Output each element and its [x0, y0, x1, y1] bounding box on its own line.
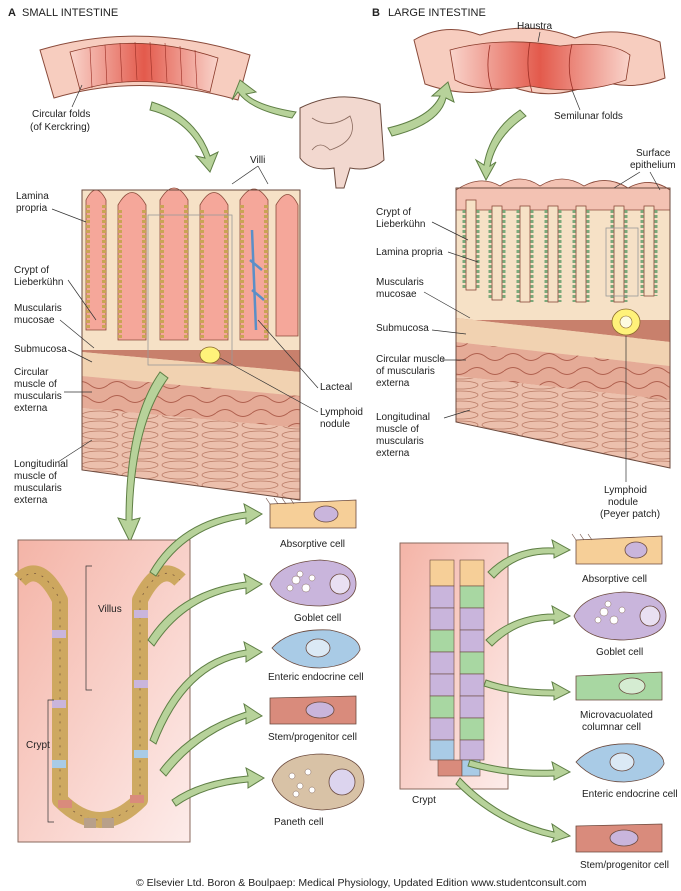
label-circular-a-3: muscularis — [14, 391, 62, 402]
label-cell-goblet-b: Goblet cell — [596, 647, 643, 658]
arrow-to-large-tube — [388, 82, 454, 136]
gastrointestinal-tract-icon — [300, 97, 384, 188]
crypt-detail-a — [18, 540, 190, 842]
small-intestine-wall-block — [82, 188, 300, 500]
enteric-endocrine-cell-b — [576, 744, 664, 782]
label-cell-stem-b: Stem/progenitor cell — [580, 860, 669, 871]
label-crypt-a-2: Lieberkühn — [14, 277, 63, 288]
label-muscularis-a-1: Muscularis — [14, 303, 62, 314]
label-circular-b-3: externa — [376, 378, 410, 389]
paneth-cell-a — [272, 754, 364, 810]
label-cell-absorptive-a: Absorptive cell — [280, 539, 345, 550]
label-longitudinal-a-4: externa — [14, 495, 48, 506]
enteric-endocrine-cell-a — [272, 630, 360, 668]
copyright-text: © Elsevier Ltd. Boron & Boulpaep: Medica… — [136, 877, 587, 889]
label-lymphoid-a-2: nodule — [320, 419, 350, 430]
label-crypt-b-2: Lieberkühn — [376, 219, 425, 230]
absorptive-cell-b — [572, 534, 662, 564]
stem-progenitor-cell-a — [270, 696, 356, 724]
label-surface-1: Surface — [636, 148, 671, 159]
label-cell-endocrine-b: Enteric endocrine cell — [582, 789, 678, 800]
label-submucosa-a: Submucosa — [14, 344, 67, 355]
arrow-to-small-tube — [232, 80, 296, 118]
large-intestine-tube — [414, 28, 665, 94]
label-lamina-propria-a-2: propria — [16, 203, 48, 214]
label-cell-paneth-a: Paneth cell — [274, 817, 323, 828]
crypt-detail-b — [400, 543, 508, 789]
label-circular-a-1: Circular — [14, 367, 49, 378]
label-longitudinal-a-2: muscle of — [14, 471, 57, 482]
label-longitudinal-b-3: muscularis — [376, 436, 424, 447]
label-cell-endocrine-a: Enteric endocrine cell — [268, 672, 364, 683]
label-circular-folds: Circular folds — [32, 109, 90, 120]
label-muscularis-b-2: mucosae — [376, 289, 417, 300]
label-longitudinal-b-1: Longitudinal — [376, 412, 430, 423]
label-lamina-propria-a-1: Lamina — [16, 191, 49, 202]
label-circular-b-1: Circular muscle — [376, 354, 445, 365]
label-cell-absorptive-b: Absorptive cell — [582, 574, 647, 585]
label-longitudinal-b-4: externa — [376, 448, 410, 459]
panel-b-title: LARGE INTESTINE — [388, 7, 486, 19]
label-muscularis-b-1: Muscularis — [376, 277, 424, 288]
label-cell-stem-a: Stem/progenitor cell — [268, 732, 357, 743]
small-intestine-tube — [40, 36, 250, 100]
goblet-cell-b — [574, 592, 666, 640]
label-villi: Villi — [250, 155, 265, 166]
absorptive-cell-a — [266, 498, 356, 528]
label-circular-a-2: muscle of — [14, 379, 57, 390]
stem-progenitor-cell-b — [576, 824, 662, 852]
label-lymphoid-b-3: (Peyer patch) — [600, 509, 660, 520]
label-cell-microvac-b-2: columnar cell — [582, 722, 641, 733]
label-longitudinal-a-3: muscularis — [14, 483, 62, 494]
label-cell-microvac-b-1: Microvacuolated — [580, 710, 653, 721]
label-circular-a-4: externa — [14, 403, 48, 414]
panel-a-title: SMALL INTESTINE — [22, 7, 118, 19]
label-villus: Villus — [98, 604, 122, 615]
panel-a-letter: A — [8, 7, 16, 19]
microvacuolated-columnar-cell-b — [576, 672, 662, 700]
label-kerckring: (of Kerckring) — [30, 122, 90, 133]
label-lamina-propria-b: Lamina propria — [376, 247, 443, 258]
panel-b-letter: B — [372, 7, 380, 19]
label-semilunar-folds: Semilunar folds — [554, 111, 623, 122]
label-lacteal: Lacteal — [320, 382, 352, 393]
label-submucosa-b: Submucosa — [376, 323, 429, 334]
label-cell-goblet-a: Goblet cell — [294, 613, 341, 624]
label-circular-b-2: of muscularis — [376, 366, 435, 377]
label-crypt-b-1: Crypt of — [376, 207, 411, 218]
label-haustra: Haustra — [517, 21, 552, 32]
label-lymphoid-a-1: Lymphoid — [320, 407, 363, 418]
label-lymphoid-b-1: Lymphoid — [604, 485, 647, 496]
label-muscularis-a-2: mucosae — [14, 315, 55, 326]
label-lymphoid-b-2: nodule — [608, 497, 638, 508]
goblet-cell-a — [270, 560, 356, 606]
arrow-tube-to-block-b — [476, 110, 526, 180]
large-intestine-wall-block — [456, 179, 670, 468]
arrow-tube-to-block-a — [150, 102, 218, 172]
label-surface-2: epithelium — [630, 160, 676, 171]
label-crypt-a: Crypt — [26, 740, 50, 751]
label-longitudinal-b-2: muscle of — [376, 424, 419, 435]
label-crypt-b: Crypt — [412, 795, 436, 806]
label-crypt-a-1: Crypt of — [14, 265, 49, 276]
